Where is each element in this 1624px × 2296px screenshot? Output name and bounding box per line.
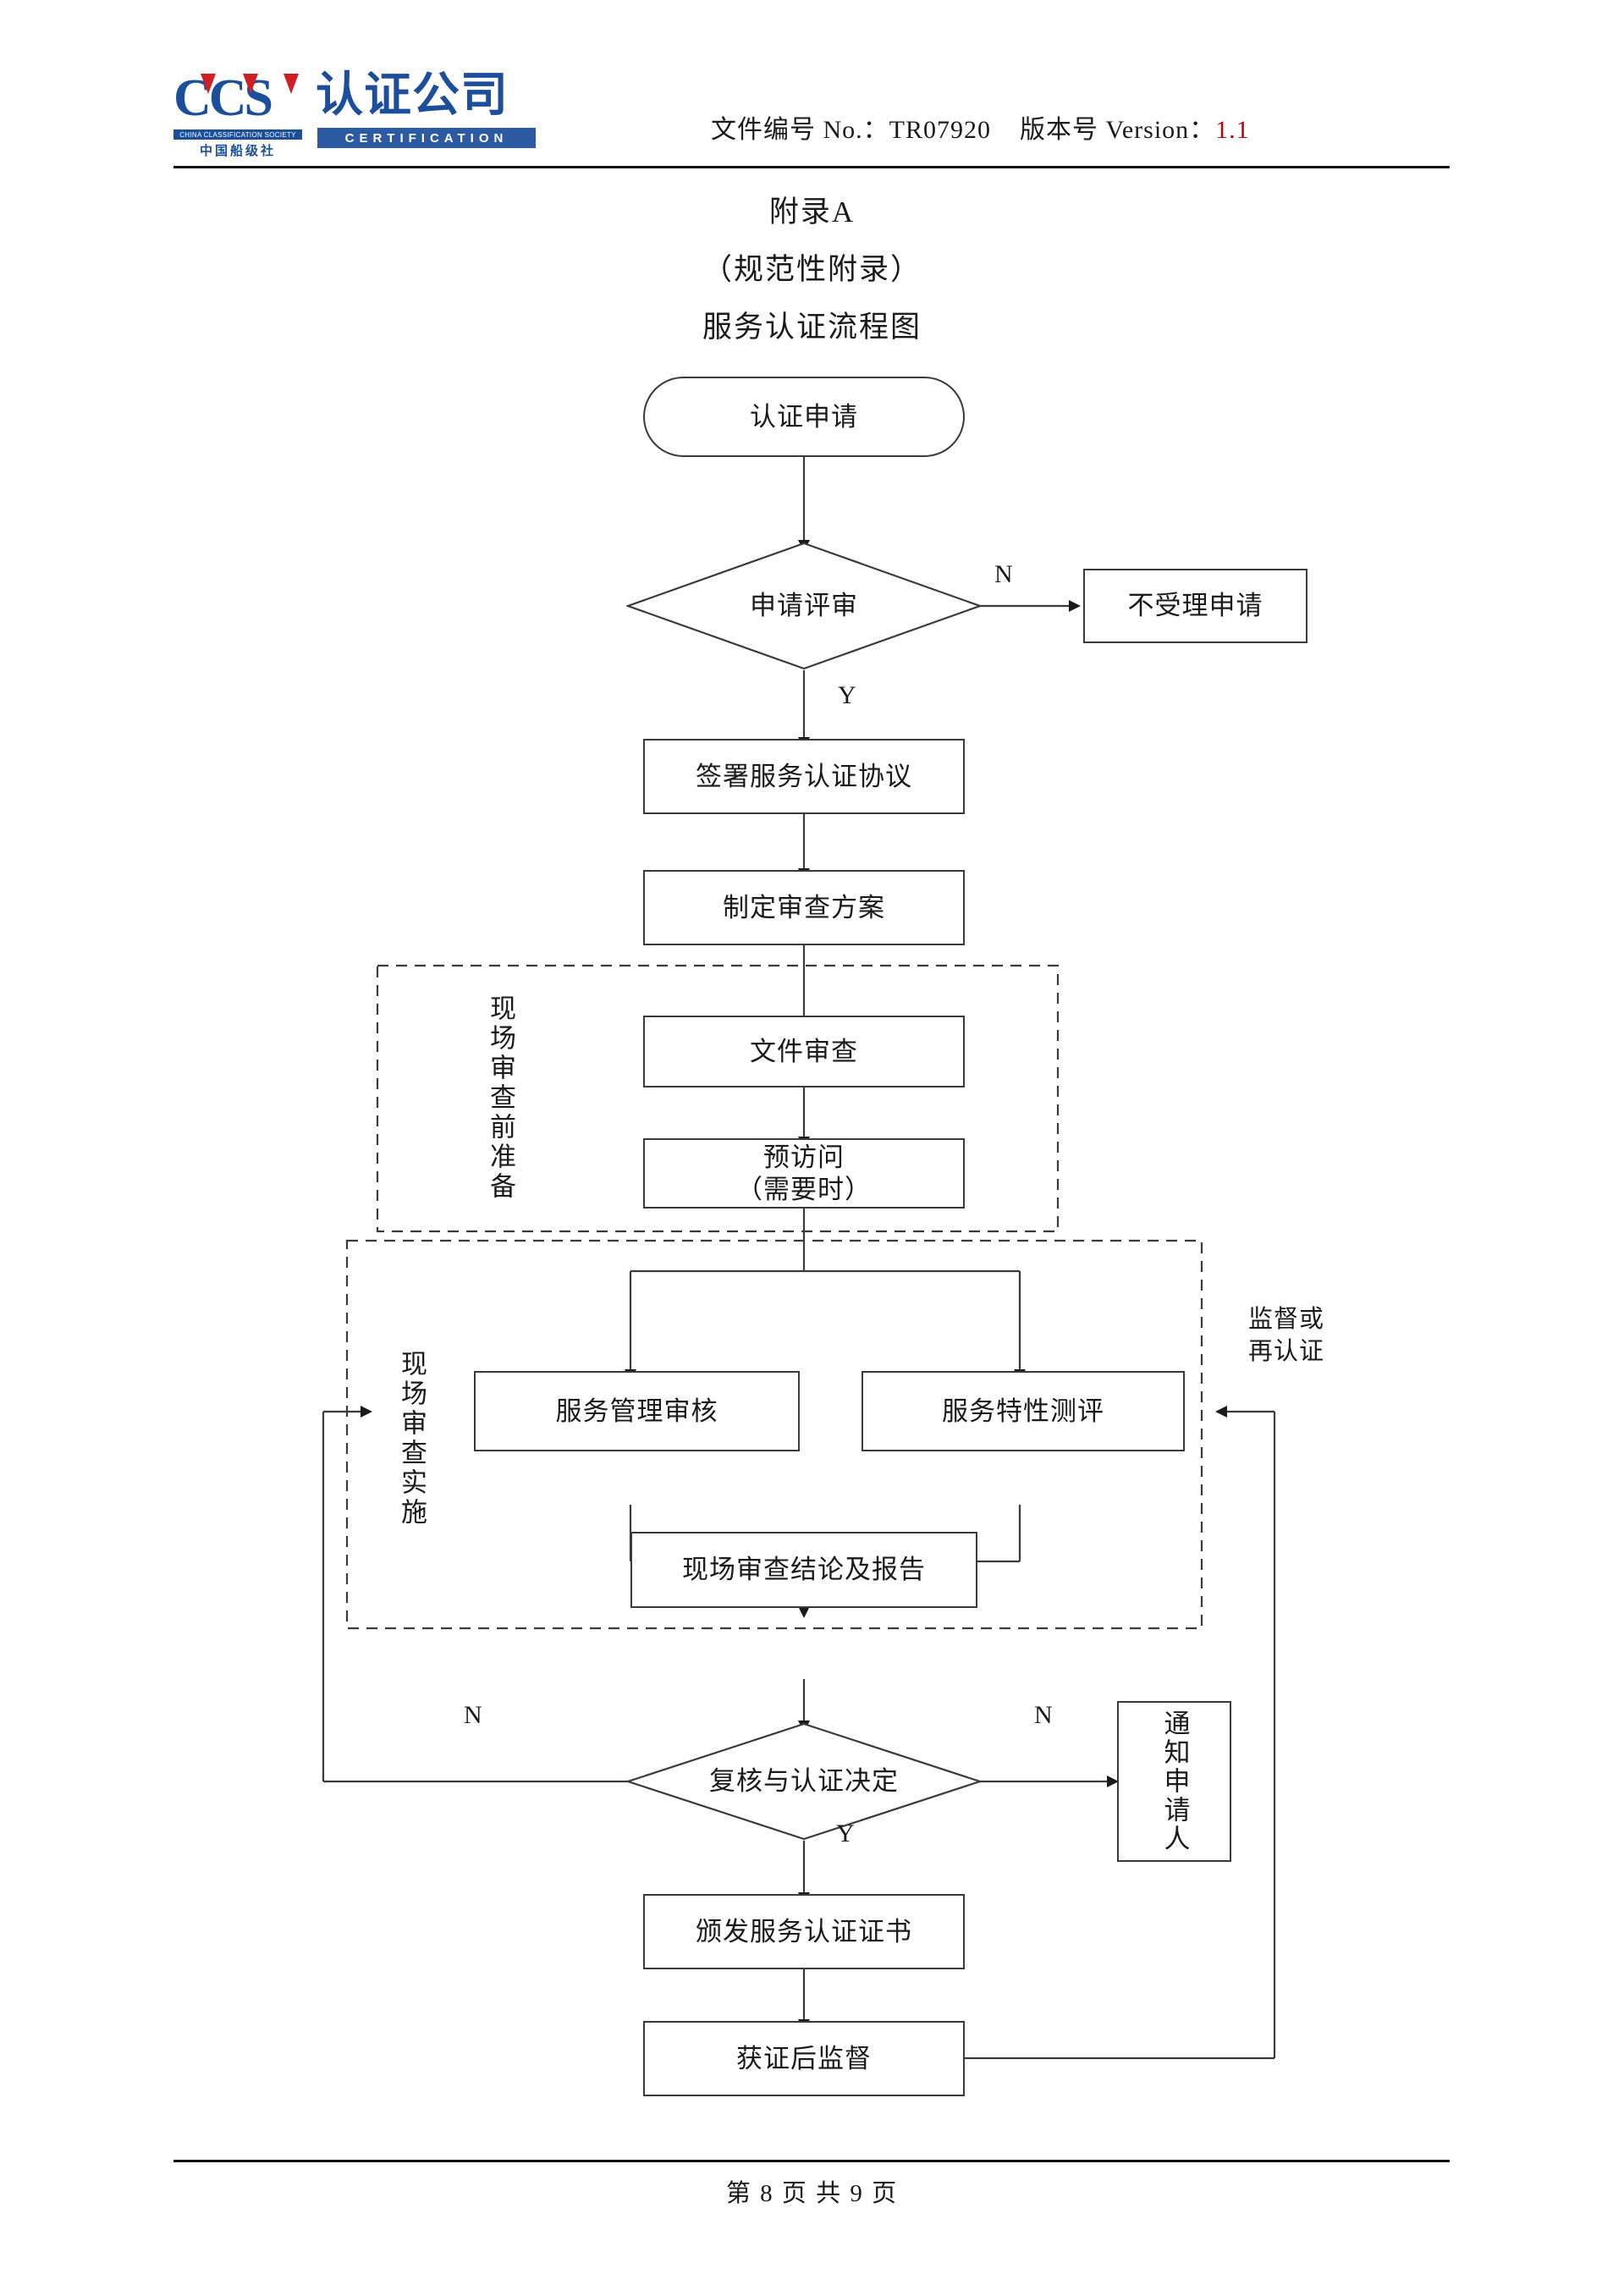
node-onsite-conclusion-report[interactable]: 现场审查结论及报告 xyxy=(630,1532,977,1608)
node-application[interactable]: 认证申请 xyxy=(643,377,965,457)
appendix-title: 附录A xyxy=(768,195,856,228)
node-service-management-audit[interactable]: 服务管理审核 xyxy=(474,1371,800,1451)
page-header: CCS CHINA CLASSIFICATION SOCIETY 中国船级社 认… xyxy=(0,0,1624,173)
version-value: 1.1 xyxy=(1215,116,1250,144)
logo-subtitle-english: CHINA CLASSIFICATION SOCIETY xyxy=(173,129,302,140)
zone-label-pre-onsite: 现场审查前准备 xyxy=(486,994,515,1202)
node-post-certification-surveillance[interactable]: 获证后监督 xyxy=(643,2021,965,2096)
footer-divider xyxy=(173,2160,1450,2162)
doc-no-value: TR07920 xyxy=(889,116,992,144)
node-previsit-line2: （需要时） xyxy=(736,1174,872,1204)
version-label: 版本号 Version： xyxy=(1020,116,1216,144)
diamond-shape-application-review xyxy=(626,542,982,670)
flowchart-title: 服务认证流程图 xyxy=(702,311,922,344)
node-make-audit-plan[interactable]: 制定审查方案 xyxy=(643,870,965,945)
zone-onsite-boundary xyxy=(345,1239,1203,1630)
node-previsit[interactable]: 预访问 （需要时） xyxy=(643,1138,965,1209)
node-application-review[interactable]: 申请评审 xyxy=(626,542,982,670)
edge-label-decision-no-left: N xyxy=(464,1701,482,1729)
edge-label-application-review-no: N xyxy=(994,560,1013,588)
node-issue-certificate[interactable]: 颁发服务认证证书 xyxy=(643,1894,965,1969)
node-service-feature-evaluation[interactable]: 服务特性测评 xyxy=(862,1371,1185,1451)
logo-subtitle-chinese: 中国船级社 xyxy=(199,145,276,158)
zone-label-onsite: 现场审查实施 xyxy=(397,1350,427,1528)
node-reject-application[interactable]: 不受理申请 xyxy=(1083,569,1307,643)
edge-label-decision-yes: Y xyxy=(836,1820,855,1847)
logo-red-accents xyxy=(182,74,309,94)
node-review-and-decision[interactable]: 复核与认证决定 xyxy=(626,1722,982,1841)
side-note-line2: 再认证 xyxy=(1247,1338,1324,1365)
ccs-logo: CCS CHINA CLASSIFICATION SOCIETY 中国船级社 认… xyxy=(173,69,537,158)
page-number: 第 8 页 共 9 页 xyxy=(725,2180,899,2207)
appendix-subtitle: （规范性附录） xyxy=(702,253,922,286)
logo-company-name-chinese: 认证公司 xyxy=(316,69,509,122)
edge-label-application-review-yes: Y xyxy=(838,681,856,709)
document-meta-line: 文件编号 No.：TR07920 版本号 Version：1.1 xyxy=(711,108,1250,146)
node-previsit-line1: 预访问 xyxy=(763,1142,845,1172)
zone-pre-onsite-boundary xyxy=(376,964,1060,1233)
node-review-and-decision-label: 复核与认证决定 xyxy=(709,1766,899,1796)
doc-no-label: 文件编号 No.： xyxy=(711,116,889,144)
logo-certification-band: CERTIFICATION xyxy=(317,128,536,148)
node-document-review[interactable]: 文件审查 xyxy=(643,1016,965,1087)
node-notify-applicant[interactable]: 通知申请人 xyxy=(1117,1701,1231,1862)
diamond-shape-review-decision xyxy=(626,1722,982,1841)
node-application-review-label: 申请评审 xyxy=(750,591,858,620)
header-divider xyxy=(173,166,1450,168)
side-note-line1: 监督或 xyxy=(1247,1306,1324,1333)
node-sign-agreement[interactable]: 签署服务认证协议 xyxy=(643,739,965,814)
edge-label-decision-no-right: N xyxy=(1034,1701,1053,1729)
side-note-surveillance-recert: 监督或 再认证 xyxy=(1210,1303,1363,1368)
